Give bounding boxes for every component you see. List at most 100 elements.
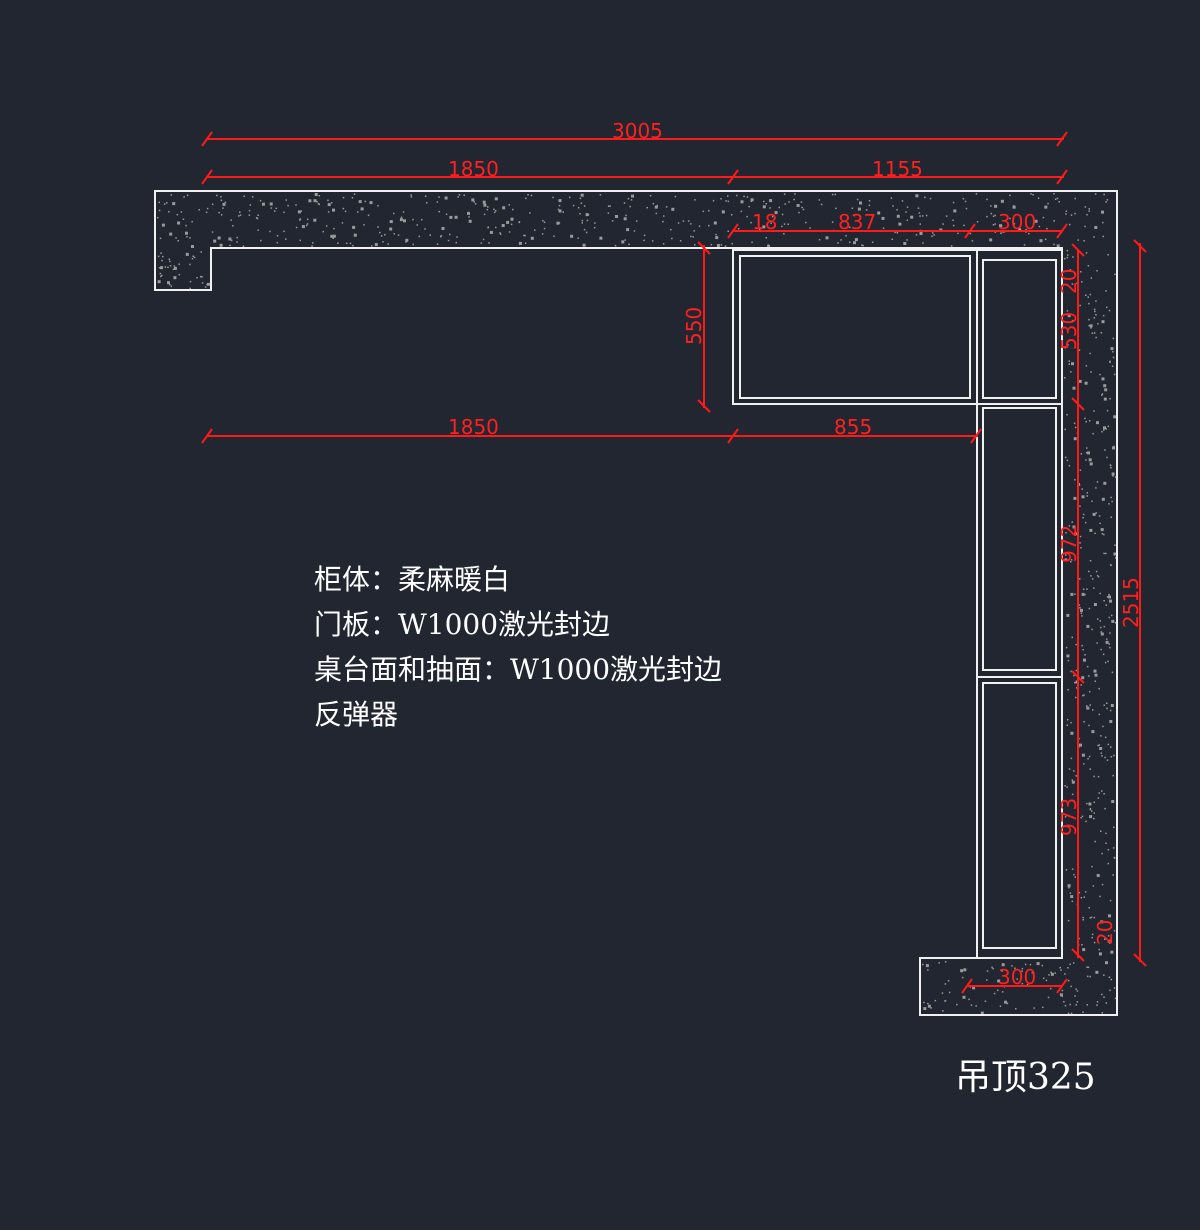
hatch-speck — [698, 225, 701, 227]
hatch-speck — [402, 211, 405, 213]
hatch-speck — [853, 241, 856, 245]
hatch-speck — [1098, 792, 1100, 794]
hatch-speck — [1100, 920, 1104, 924]
hatch-speck — [580, 202, 583, 204]
hatch-speck — [1083, 694, 1085, 696]
hatch-speck — [364, 200, 367, 203]
hatch-speck — [1101, 755, 1103, 757]
hatch-speck — [1071, 793, 1074, 796]
hatch-speck — [1107, 939, 1111, 943]
hatch-speck — [1044, 238, 1047, 241]
hatch-speck — [1103, 397, 1107, 401]
hatch-speck — [856, 198, 859, 201]
hatch-speck — [1080, 612, 1083, 614]
hatch-speck — [1081, 488, 1083, 490]
hatch-speck — [1065, 532, 1067, 534]
hatch-speck — [436, 201, 439, 203]
hatch-speck — [270, 207, 273, 209]
hatch-speck — [1097, 797, 1100, 799]
hatch-speck — [868, 204, 871, 207]
hatch-speck — [1095, 970, 1099, 974]
hatch-speck — [857, 207, 861, 211]
hatch-speck — [1108, 643, 1110, 645]
hatch-speck — [1087, 265, 1090, 267]
hatch-speck — [1103, 429, 1105, 431]
hatch-speck — [162, 255, 164, 258]
hatch-speck — [671, 237, 673, 240]
hatch-speck — [1034, 219, 1038, 223]
hatch-speck — [332, 234, 336, 238]
hatch-speck — [933, 234, 935, 236]
hatch-speck — [725, 200, 727, 202]
hatch-speck — [1102, 653, 1105, 656]
hatch-speck — [1112, 475, 1114, 477]
hatch-speck — [543, 227, 546, 230]
hatch-speck — [607, 212, 610, 214]
hatch-speck — [1089, 293, 1092, 296]
hatch-speck — [487, 206, 489, 208]
hatch-speck — [1059, 993, 1063, 997]
hatch-speck — [1097, 576, 1100, 578]
hatch-speck — [1090, 371, 1092, 373]
hatch-speck — [1089, 528, 1093, 532]
hatch-speck — [1110, 746, 1112, 748]
hatch-speck — [1112, 337, 1115, 340]
hatch-speck — [599, 194, 602, 196]
hatch-speck — [731, 214, 733, 216]
hatch-speck — [1105, 640, 1109, 644]
hatch-speck — [1067, 344, 1069, 346]
hatch-speck — [305, 224, 308, 227]
hatch-speck — [1012, 205, 1016, 209]
hatch-speck — [1076, 687, 1078, 689]
hatch-speck — [1089, 352, 1091, 355]
hatch-speck — [239, 211, 241, 213]
hatch-speck — [1105, 428, 1107, 430]
hatch-speck — [1094, 193, 1097, 195]
hatch-speck — [994, 223, 996, 225]
hatch-speck — [1021, 982, 1024, 985]
hatch-speck — [1095, 314, 1097, 316]
hatch-speck — [232, 225, 234, 227]
hatch-speck — [1114, 273, 1116, 276]
hatch-speck — [1076, 990, 1079, 992]
hatch-speck — [750, 221, 752, 224]
hatch-speck — [771, 215, 774, 218]
hatch-speck — [629, 205, 631, 208]
dim-bottom-width: 300 — [998, 965, 1036, 989]
hatch-speck — [342, 196, 345, 199]
hatch-speck — [1088, 210, 1090, 212]
hatch-speck — [972, 986, 976, 990]
hatch-speck — [1001, 991, 1004, 993]
hatch-speck — [1094, 310, 1096, 313]
hatch-speck — [570, 234, 574, 238]
hatch-speck — [716, 244, 720, 247]
hatch-speck — [487, 226, 489, 229]
hatch-speck — [508, 231, 511, 233]
hatch-speck — [379, 231, 381, 234]
hatch-speck — [1093, 587, 1095, 589]
hatch-speck — [862, 244, 864, 247]
hatch-speck — [493, 208, 495, 210]
hatch-speck — [923, 1001, 925, 1004]
hatch-speck — [944, 961, 947, 963]
hatch-speck — [956, 1003, 958, 1006]
hatch-speck — [191, 220, 193, 223]
dim-right-top-gap: 20 — [1057, 269, 1081, 294]
hatch-speck — [1068, 360, 1070, 362]
hatch-speck — [1109, 398, 1111, 400]
hatch-speck — [220, 196, 222, 198]
hatch-speck — [1047, 996, 1050, 999]
hatch-speck — [1076, 1001, 1079, 1003]
hatch-speck — [1056, 197, 1059, 200]
hatch-speck — [1088, 208, 1090, 210]
hatch-speck — [1066, 724, 1068, 726]
hatch-speck — [299, 219, 301, 221]
hatch-speck — [1013, 223, 1016, 225]
hatch-speck — [1109, 599, 1112, 603]
hatch-speck — [677, 222, 680, 224]
hatch-speck — [167, 281, 170, 285]
hatch-speck — [207, 282, 210, 286]
hatch-speck — [1103, 533, 1105, 536]
hatch-speck — [1070, 561, 1072, 563]
hatch-speck — [743, 195, 745, 198]
